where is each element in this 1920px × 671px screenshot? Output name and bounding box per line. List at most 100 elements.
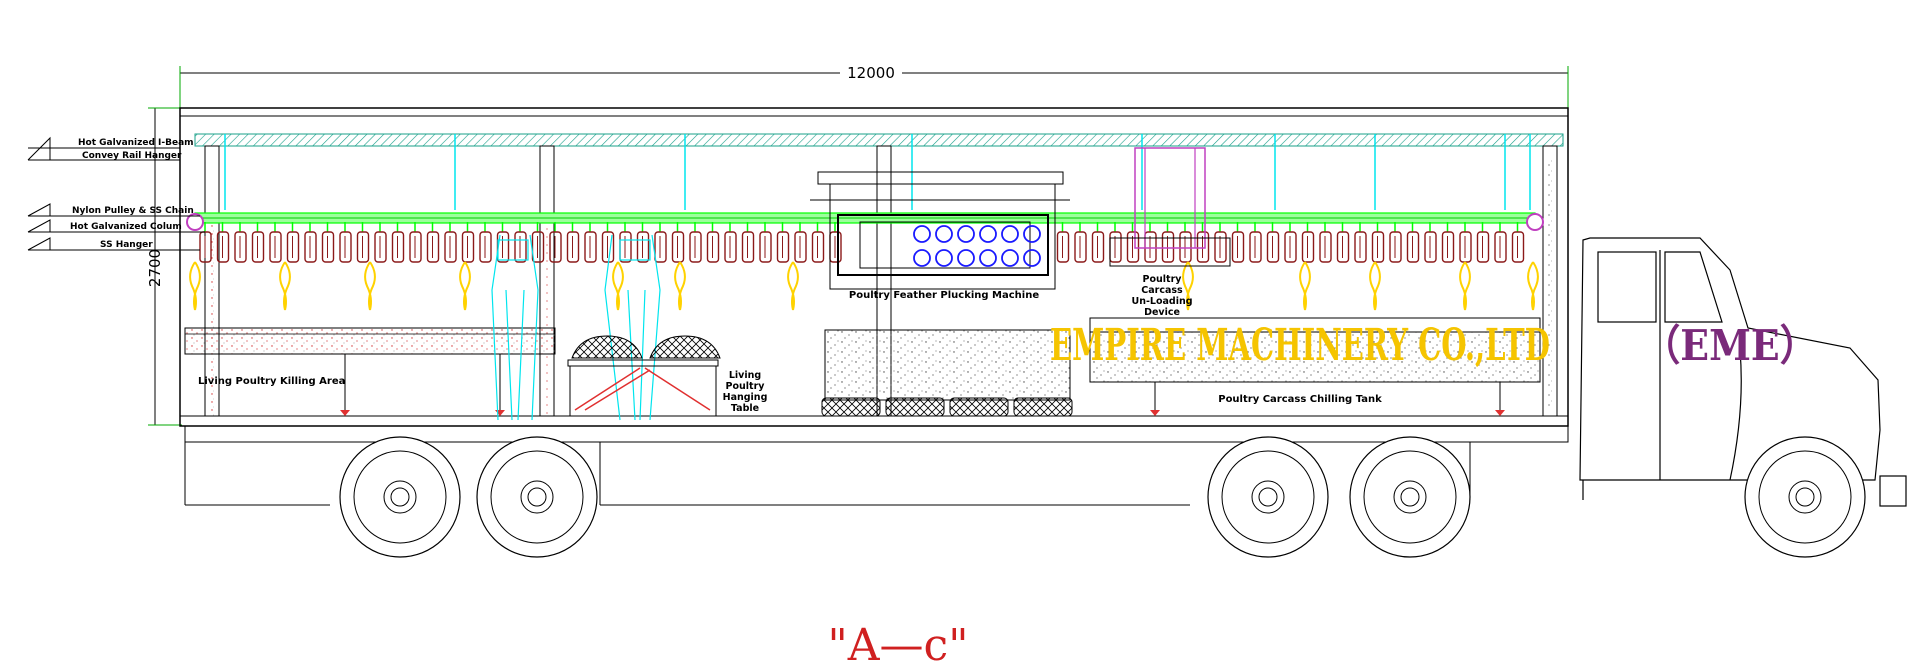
shackle xyxy=(216,222,230,263)
shackle xyxy=(426,222,440,263)
shackle xyxy=(1371,222,1385,263)
shackle xyxy=(1179,222,1192,263)
brand-abbr: （EME） xyxy=(1643,321,1818,370)
shackle xyxy=(461,222,475,263)
drawing-caption: "A—c" xyxy=(828,620,969,671)
shackle xyxy=(199,222,212,263)
shackle xyxy=(671,222,685,263)
shackle xyxy=(234,222,247,263)
plucking-machine-label: Poultry Feather Plucking Machine xyxy=(849,290,1039,301)
company-watermark: EMPIRE MACHINERY CO.,LTD （EME） xyxy=(1050,320,1818,371)
shackle xyxy=(759,222,772,263)
shackle xyxy=(1354,222,1367,263)
shackle xyxy=(391,222,405,263)
killing-area-label: Living Poultry Killing Area xyxy=(198,376,345,387)
shackle xyxy=(1109,222,1122,263)
shackle xyxy=(1126,222,1140,263)
plucking-roller xyxy=(979,225,997,267)
shackle xyxy=(531,222,545,263)
plucking-roller xyxy=(913,225,931,267)
shackle xyxy=(1266,222,1280,263)
shackle xyxy=(1476,222,1490,263)
callout-hanger: SS Hanger xyxy=(100,240,153,250)
shackle xyxy=(321,222,335,263)
shackle xyxy=(1301,222,1315,263)
plucking-rollers xyxy=(913,225,1041,267)
shackle xyxy=(286,222,300,263)
height-label: 2700 xyxy=(146,249,164,287)
shackle xyxy=(1511,222,1525,263)
carcass-unloading-device: Poultry Carcass Un-Loading Device xyxy=(1109,147,1231,318)
shackle xyxy=(514,222,527,263)
hanging-table-label-4: Table xyxy=(731,403,759,414)
shackle xyxy=(409,222,422,263)
shackle xyxy=(549,222,562,263)
conveyor-chain xyxy=(186,212,1544,231)
hanging-bird xyxy=(459,261,471,311)
shackle xyxy=(1091,222,1105,263)
shackle xyxy=(811,222,825,263)
callout-ibeam-1: Hot Galvanized I-Beam xyxy=(78,138,194,148)
hanging-poultry-row xyxy=(189,261,1539,311)
callout-pulley: Nylon Pulley & SS Chain xyxy=(72,206,194,216)
feather-plucking-machine: Poultry Feather Plucking Machine xyxy=(810,171,1073,417)
plucking-roller xyxy=(1023,225,1041,267)
shackle xyxy=(1161,222,1175,263)
hanging-table: Living Poultry Hanging Table xyxy=(567,335,767,416)
shackle xyxy=(636,222,650,263)
shackle xyxy=(1459,222,1472,263)
shackle xyxy=(1144,222,1157,263)
component-callouts: Hot Galvanized I-Beam Convey Rail Hanger… xyxy=(27,136,205,251)
plucking-roller xyxy=(957,225,975,267)
shackle xyxy=(619,222,632,263)
unloading-label-2: Carcass xyxy=(1141,285,1183,296)
hot-galvanized-column xyxy=(1542,145,1558,417)
shackle xyxy=(601,222,615,263)
hanging-table-label-2: Poultry xyxy=(726,381,766,392)
shackle xyxy=(689,222,702,263)
callout-column: Hot Galvanized Colum xyxy=(70,222,182,232)
hanging-bird xyxy=(1182,261,1194,311)
shackle xyxy=(374,222,387,263)
shackle xyxy=(1389,222,1402,263)
hanging-bird xyxy=(1459,261,1471,311)
hanging-bird xyxy=(787,261,799,311)
callout-ibeam-2: Convey Rail Hanger xyxy=(82,151,182,161)
hanging-bird xyxy=(189,261,201,311)
hanging-bird xyxy=(1369,261,1381,311)
shackle xyxy=(776,222,790,263)
shackle xyxy=(356,222,370,263)
killing-area-trough: Living Poultry Killing Area xyxy=(184,327,556,416)
cab-wheel xyxy=(1744,436,1866,558)
shackle xyxy=(794,222,807,263)
shackle xyxy=(1441,222,1455,263)
shackle xyxy=(584,222,597,263)
plucking-roller xyxy=(1001,225,1019,267)
shackle xyxy=(1214,222,1227,263)
brand-name: EMPIRE MACHINERY CO.,LTD xyxy=(1050,320,1550,371)
length-label: 12000 xyxy=(847,64,895,82)
hot-galvanized-column xyxy=(876,145,892,417)
truck-cab xyxy=(1579,237,1907,507)
shackle xyxy=(724,222,737,263)
shackle xyxy=(1424,222,1437,263)
carcass-chilling-tank: Poultry Carcass Chilling Tank xyxy=(1089,317,1541,416)
shackle xyxy=(1249,222,1262,263)
hanging-bird xyxy=(612,261,624,311)
unloading-label-1: Poultry xyxy=(1143,274,1183,285)
i-beam-rail xyxy=(194,133,1564,147)
shackle xyxy=(1319,222,1332,263)
shackle xyxy=(339,222,352,263)
shackle xyxy=(251,222,265,263)
plucking-machine-crates xyxy=(821,397,1073,417)
shackle xyxy=(654,222,667,263)
hanging-table-label-1: Living xyxy=(729,370,761,381)
hanging-bird xyxy=(674,261,686,311)
shackle xyxy=(479,222,492,263)
shackle xyxy=(304,222,317,263)
end-sprocket-right xyxy=(1526,213,1544,231)
hanging-bird xyxy=(364,261,376,311)
shackle xyxy=(566,222,580,263)
shackle xyxy=(706,222,720,263)
shackle xyxy=(1196,222,1210,263)
